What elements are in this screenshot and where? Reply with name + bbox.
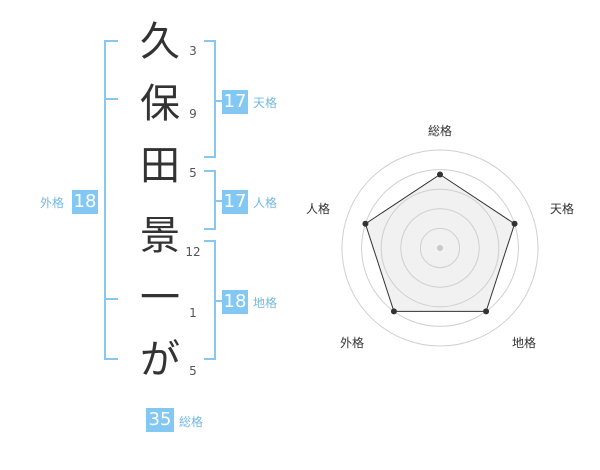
radar-point-1 [437,171,443,178]
radar-ring-5 [341,149,539,347]
stroke-count-5: 1 [189,306,197,320]
chikaku-bracket-top [204,240,216,242]
radar-center-dot [437,245,443,251]
jinkaku-bracket-tick [214,200,222,202]
name-char-5: 一 [140,275,180,321]
gaikaku-score-label: 外格 [40,196,65,210]
radar-axis-label-tenkaku: 天格 [549,202,574,216]
radar-inner-ring-1 [419,227,461,269]
jinkaku-score-label: 人格 [253,196,278,210]
name-char-3: 田 [140,143,180,189]
gaikaku-bracket-vertical [104,40,106,360]
soukaku-score-value: 35 [146,408,174,432]
jinkaku-bracket-bottom [204,228,216,230]
name-char-6: が [140,337,180,383]
chikaku-bracket-tick [214,300,222,302]
tenkaku-bracket-tick [214,100,222,102]
name-char-4: 景 [140,213,180,259]
jinkaku-score-value: 17 [222,190,248,214]
radar-inner-ring-2 [400,208,480,288]
soukaku-score-label: 総格 [179,415,204,429]
chikaku-score-label: 地格 [253,296,278,310]
radar-inner-ring-3 [380,188,500,308]
gaikaku-bracket-mid-upper [104,98,118,100]
stroke-count-1: 3 [189,44,197,58]
chikaku-bracket-bottom [204,358,216,360]
radar-point-5 [362,220,369,227]
name-char-1: 久 [140,19,180,65]
radar-point-4 [390,308,397,315]
radar-ring-4 [361,169,519,327]
gaikaku-bracket-top [104,40,118,42]
stroke-count-6: 5 [189,364,197,378]
gaikaku-bracket-bottom [104,358,118,360]
radar-value-polygon [364,173,516,312]
tenkaku-bracket-top [204,40,216,42]
radar-point-3 [483,308,490,315]
name-char-2: 保 [140,81,180,127]
stroke-count-2: 9 [189,107,197,121]
tenkaku-bracket-bottom [204,156,216,158]
radar-point-2 [511,220,518,227]
radar-axis-label-gaikaku: 外格 [339,336,364,350]
jinkaku-bracket-top [204,170,216,172]
stroke-count-3: 5 [189,166,197,180]
gaikaku-score-value: 18 [72,190,98,214]
radar-axis-label-soukaku: 総格 [427,124,452,138]
tenkaku-score-label: 天格 [253,96,278,110]
gaikaku-bracket-mid-lower [104,298,118,300]
tenkaku-bracket-vertical [214,40,216,158]
radar-axis-label-chikaku: 地格 [511,336,536,350]
tenkaku-score-value: 17 [222,90,248,114]
stroke-count-4: 12 [185,245,201,259]
chikaku-score-value: 18 [222,290,248,314]
radar-axis-label-jinkaku: 人格 [305,202,330,216]
